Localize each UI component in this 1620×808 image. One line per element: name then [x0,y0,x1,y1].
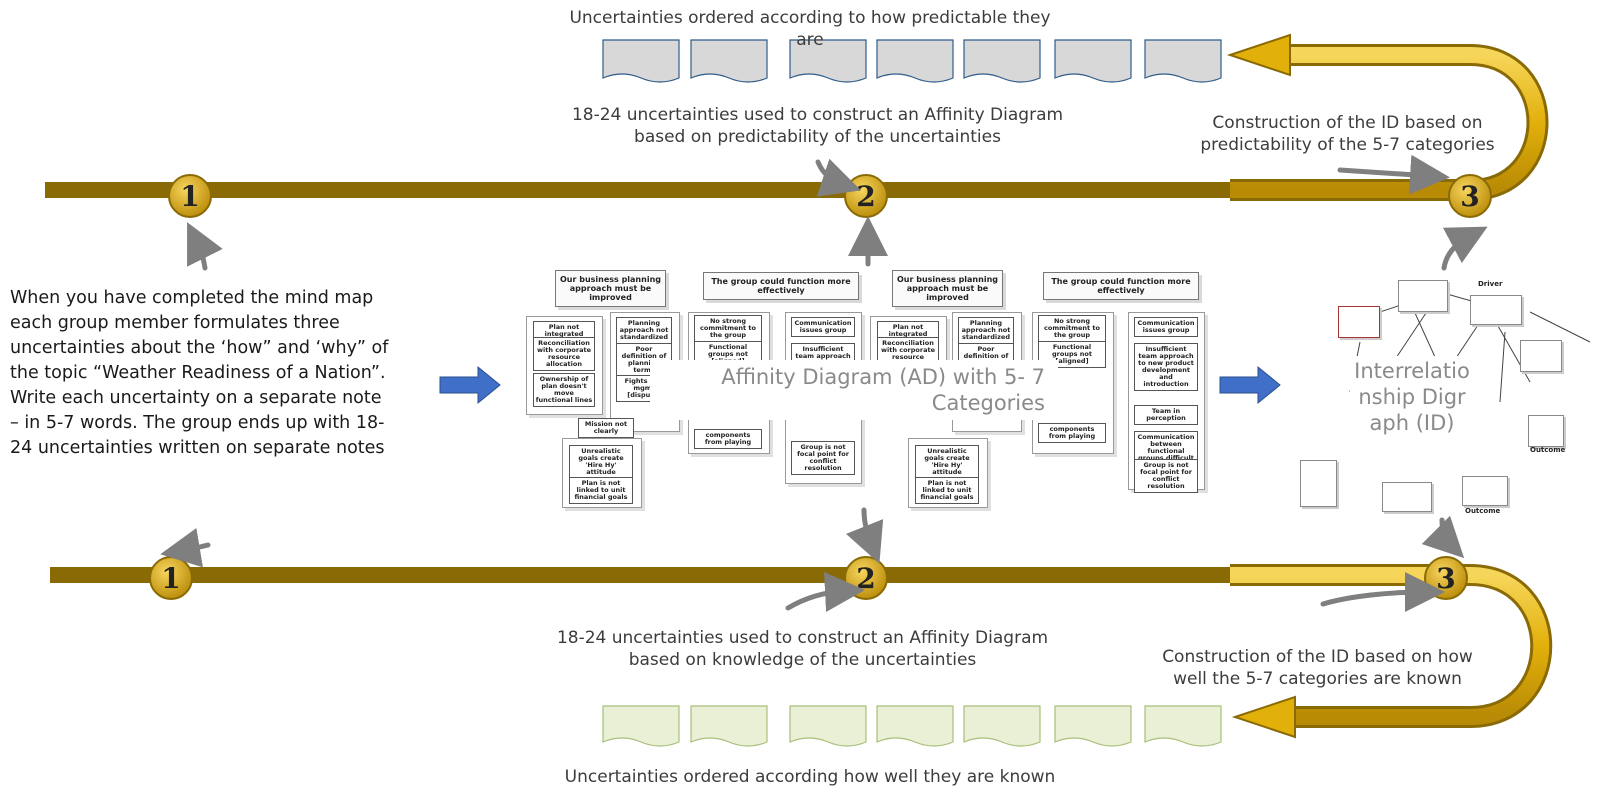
ad-card: Ownership of plan doesn't move functiona… [533,373,595,407]
ad-header: The group could function more effectivel… [703,272,859,300]
bottom-note [602,705,680,747]
blue-arrow-to-ad [439,365,501,405]
ad-card: Unrealistic goals create 'Hire Hy' attit… [569,445,633,479]
top-note [1144,39,1222,83]
svg-text:3: 3 [1436,562,1455,595]
affinity-diagram-thumbnail: Our business planning approach must be i… [520,266,1220,516]
interrelationship-digraph-label: Interrelationship Digraph (ID) [1350,356,1475,468]
ad-header: The group could function more effectivel… [1043,272,1199,300]
id-outcome-label: Outcome [1465,507,1501,515]
arrow-text-to-top-node-3 [1337,154,1450,195]
bottom-node-2: 2 [844,556,888,600]
top-step3-text: Construction of the ID based on predicta… [1200,113,1495,155]
top-step2-text: 18-24 uncertainties used to construct an… [571,105,1064,147]
bottom-node-3: 3 [1424,556,1468,600]
ad-card: Reconciliation with corporate resource a… [533,337,595,371]
id-node [1300,460,1337,507]
affinity-diagram-label-text: Affinity Diagram (AD) with 5- 7 Categori… [721,365,1045,415]
top-node-2: 2 [844,174,888,218]
svg-text:1: 1 [180,180,199,213]
svg-text:2: 2 [856,180,875,213]
ad-header: Our business planning approach must be i… [555,270,666,307]
ad-group: Plan not integrated Reconciliation with … [526,316,603,415]
id-node [1398,280,1448,312]
ad-card: Insufficient team approach to new produc… [1134,343,1198,391]
id-node [1470,295,1522,325]
arrow-intro-to-top-node-1 [187,222,223,271]
bottom-step2-text: 18-24 uncertainties used to construct an… [556,628,1049,670]
ad-card: Mission not clearly [578,418,634,438]
blue-arrow-to-id [1219,365,1281,405]
ad-card: Planning approach not standardized [616,317,672,344]
top-note [690,39,768,83]
ad-card: Plan is not linked to unit financial goa… [915,477,979,504]
ad-card: Plan is not linked to unit financial goa… [569,477,633,504]
bottom-node-1: 1 [149,556,193,600]
affinity-diagram-label: Affinity Diagram (AD) with 5- 7 Categori… [650,360,1058,420]
bottom-notes [602,705,1222,747]
arrow-intro-to-bottom-node-1 [160,527,211,568]
ad-card: Team in perception [1134,405,1198,425]
bottom-note [690,705,768,747]
id-node [1462,476,1508,506]
ad-card: No strong commitment to the group [1038,315,1106,342]
ad-group: Unrealistic goals create 'Hire Hy' attit… [908,438,988,508]
ad-card: Group is not focal point for conflict re… [791,441,855,475]
ad-card: components from playing [694,429,762,449]
top-note [1054,39,1132,83]
ad-group: Unrealistic goals create 'Hire Hy' attit… [562,438,642,508]
ad-card: Communication issues group [1134,317,1198,337]
ad-card: Group is not focal point for conflict re… [1134,459,1198,493]
svg-text:3: 3 [1460,180,1479,213]
top-notes-caption: Uncertainties ordered according to how p… [569,8,1051,50]
id-node [1520,340,1562,372]
bottom-step3-text: Construction of the ID based on how well… [1162,647,1473,689]
id-driver-label: Driver [1478,280,1503,288]
ad-card: Functional groups not [aligned] [1038,341,1106,368]
ad-header: Our business planning approach must be i… [892,270,1003,307]
bottom-loop-arrow [1230,564,1553,739]
arrow-text-to-top-node-2 [815,158,861,197]
arrow-text-to-bottom-node-2 [785,572,865,612]
ad-card: Planning approach not standardized [958,317,1014,344]
id-outcome-label: Outcome [1530,446,1566,454]
arrow-text-to-bottom-node-3 [1320,572,1445,613]
top-note [789,39,867,83]
id-node [1382,482,1432,512]
ad-card: Plan not integrated [877,321,939,341]
bottom-note [1054,705,1132,747]
gray-arrows [160,154,1488,613]
arrow-ad-to-bottom-node-2 [846,507,884,564]
ad-card: Unrealistic goals create 'Hire Hy' attit… [915,445,979,479]
top-notes [602,39,1222,83]
id-node [1528,415,1564,447]
bottom-note [789,705,867,747]
arrow-id-to-bottom-node-3 [1421,515,1465,559]
ad-group: Communication issues group Insufficient … [1128,312,1205,493]
arrow-id-to-top-node-3 [1441,226,1488,271]
svg-text:1: 1 [161,562,180,595]
top-note [876,39,954,83]
bottom-notes-caption: Uncertainties ordered according how well… [564,767,1056,787]
interrelationship-digraph-label-text: Interrelationship Digraph (ID) [1354,359,1470,435]
ad-card: components from playing [1038,423,1106,443]
top-node-3: 3 [1448,174,1492,218]
top-note [963,39,1041,83]
intro-paragraph: When you have completed the mind map eac… [10,288,389,458]
svg-text:2: 2 [856,562,875,595]
bottom-note [963,705,1041,747]
top-loop-arrow [1226,33,1549,201]
ad-card: No strong commitment to the group [694,315,762,342]
bottom-note [1144,705,1222,747]
id-node [1338,306,1380,338]
top-note [602,39,680,83]
bottom-note [876,705,954,747]
top-node-1: 1 [168,174,212,218]
ad-card: Communication issues group [791,317,855,337]
